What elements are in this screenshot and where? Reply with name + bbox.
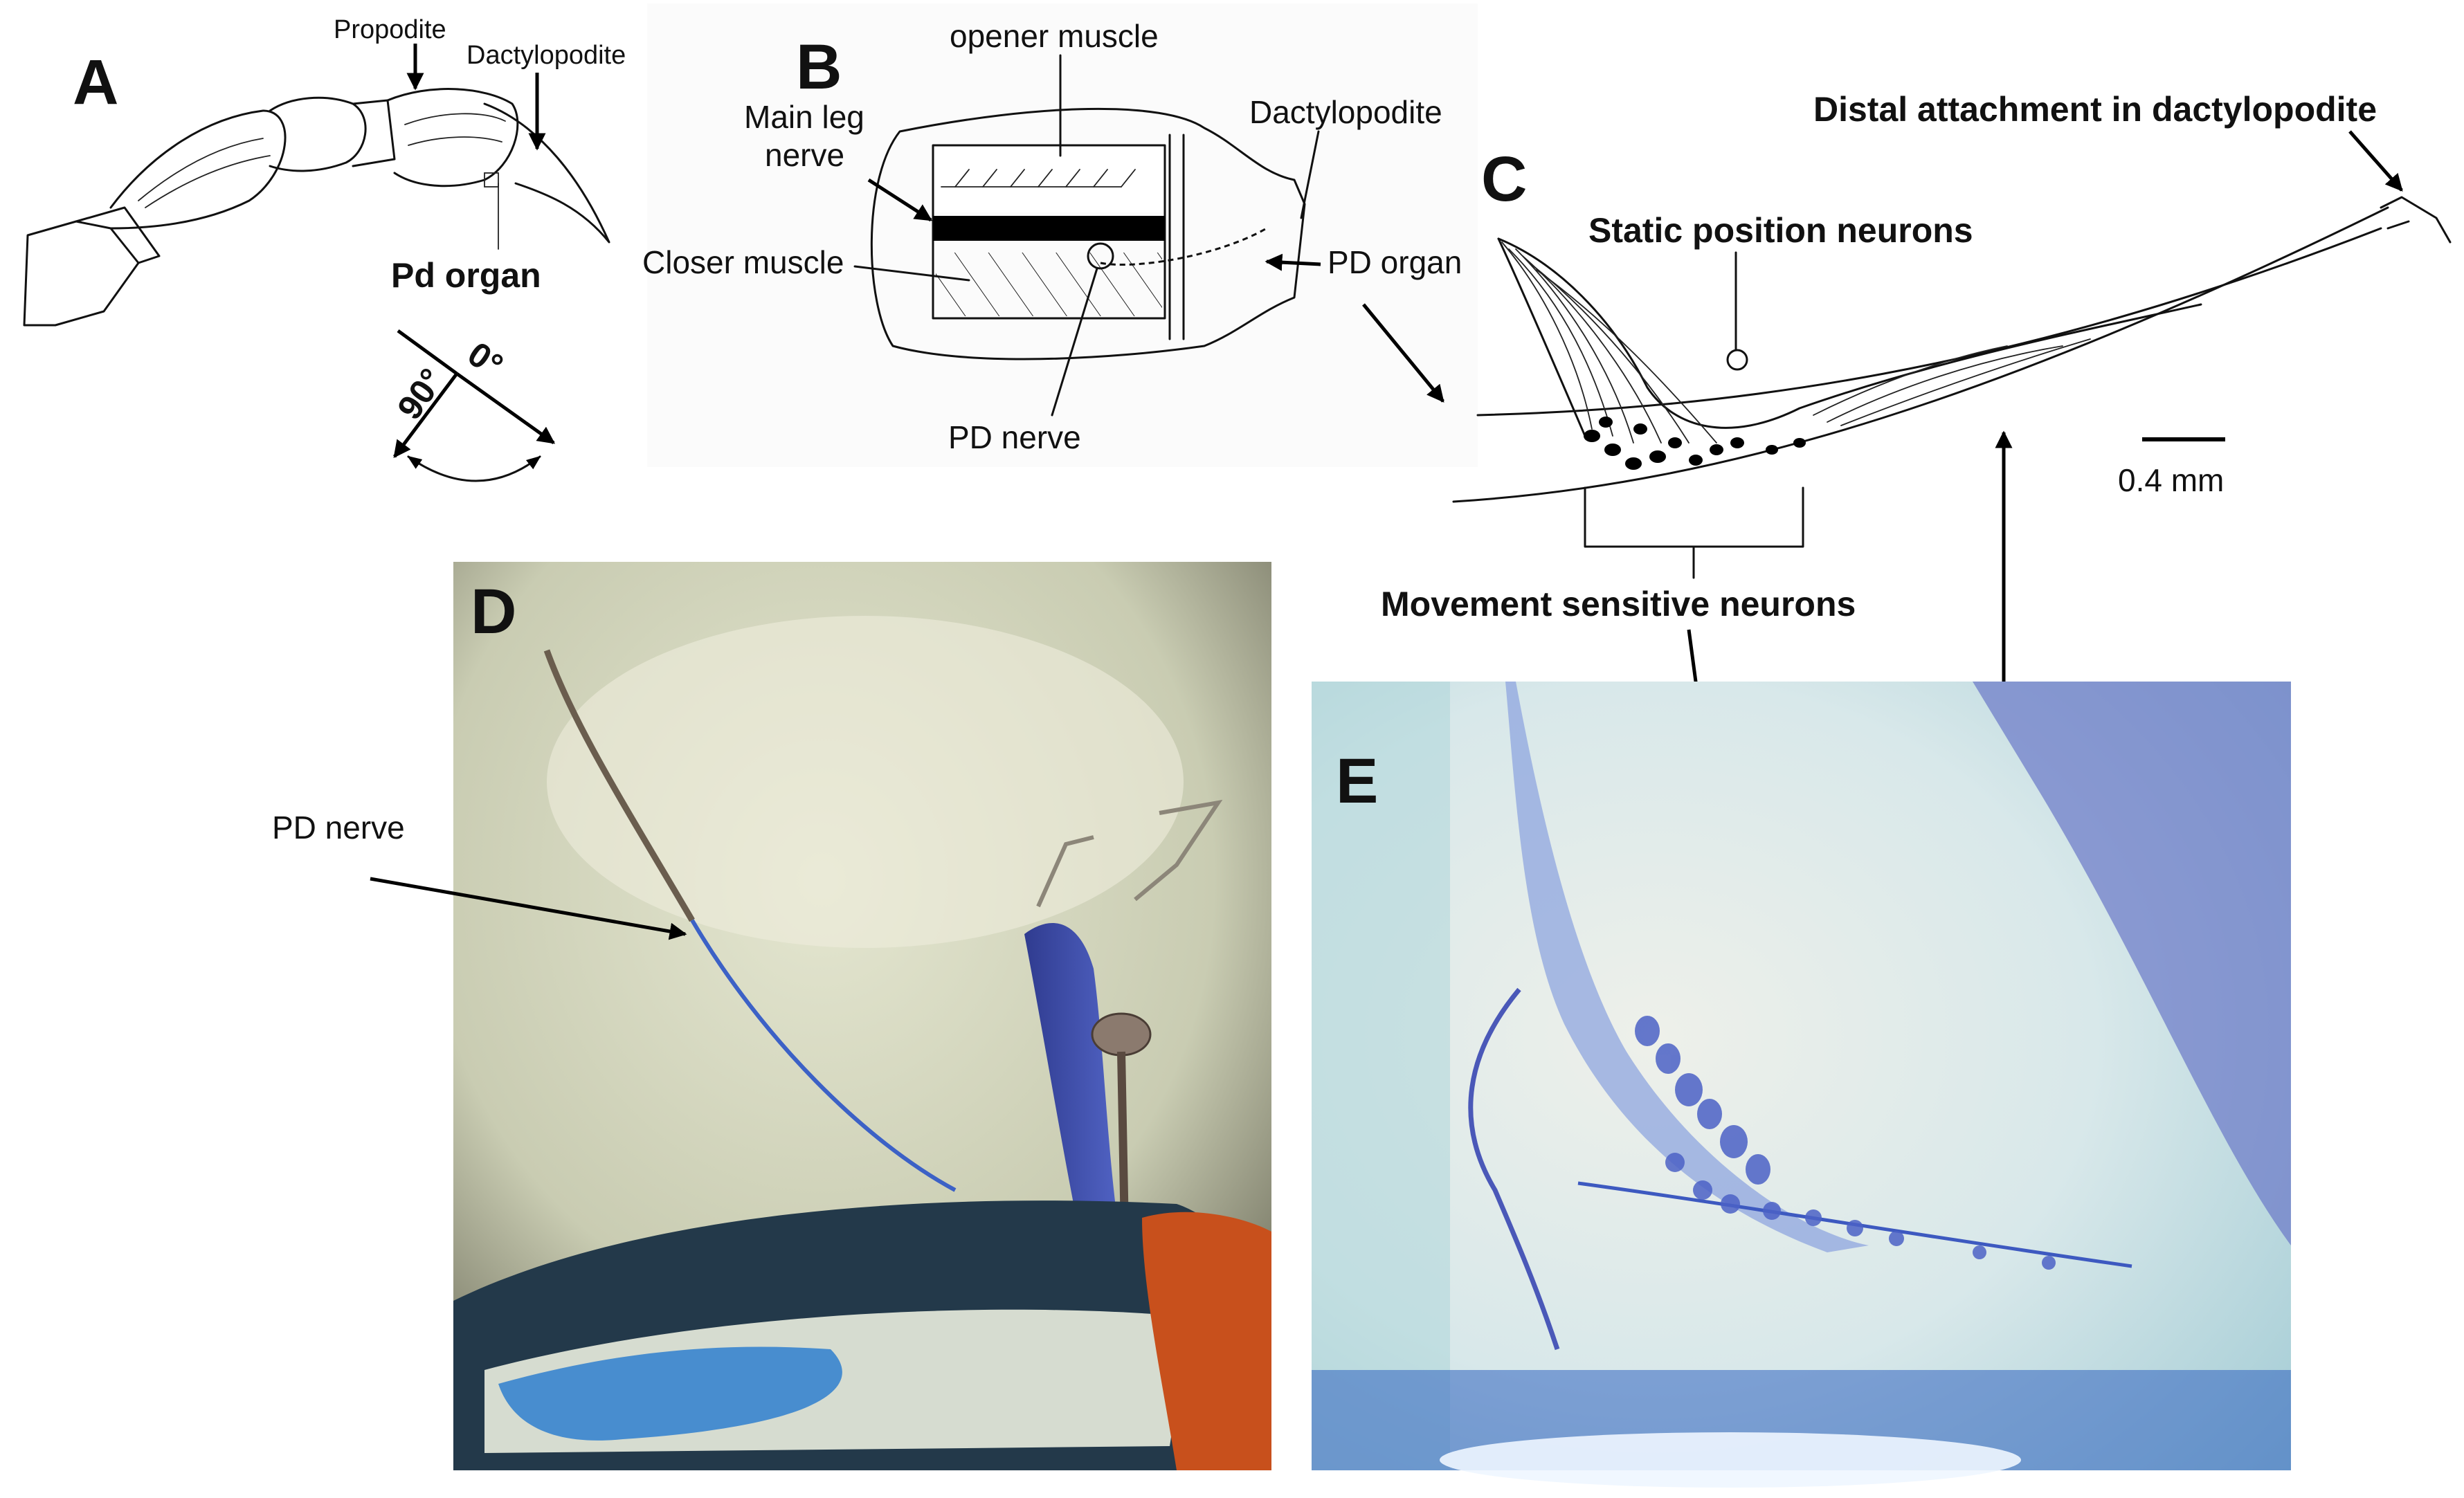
panel-d-letter: D — [471, 576, 516, 647]
photo-d-pin-shaft — [1117, 1051, 1129, 1232]
closer-muscle-pointer — [853, 265, 970, 282]
pd-organ-circle-b — [1087, 242, 1114, 270]
photo-e-strand — [1577, 1181, 2132, 1268]
panel-e-letter: E — [1336, 746, 1378, 816]
angle-0-label: 0° — [461, 334, 510, 385]
panel-c: C Distal attachment in dactylopodite — [1362, 90, 2452, 1216]
photo-d-highlight — [547, 616, 1184, 948]
angle-90-label: 90° — [390, 361, 451, 426]
pd-nerve-label-b: PD nerve — [948, 419, 1081, 455]
neuron-cell-bodies — [1584, 417, 1806, 470]
photo-e-left-shade — [1312, 682, 1450, 1470]
main-leg-nerve-label-2: nerve — [765, 137, 844, 173]
dactylopodite-label-b: Dactylopodite — [1249, 94, 1442, 130]
panel-d: D PD nerve — [272, 562, 1271, 1470]
panel-c-letter: C — [1481, 144, 1527, 214]
main-leg-nerve-bar — [933, 216, 1165, 241]
pd-organ-label-a: Pd organ — [391, 256, 541, 295]
pd-organ-drawing — [1452, 196, 2452, 503]
pd-organ-connector-arrow — [1362, 303, 1444, 403]
static-neuron-marker — [1726, 349, 1748, 371]
distal-attachment-arrow — [2348, 130, 2403, 192]
angle-axis-line — [397, 329, 458, 376]
closer-muscle-region — [936, 253, 1162, 316]
panel-a-letter: A — [73, 47, 118, 118]
pd-nerve-arrow-d — [370, 877, 687, 940]
photo-e-nerve-fiber — [1468, 987, 1560, 1351]
scale-bar-label: 0.4 mm — [2118, 462, 2224, 498]
main-leg-nerve-label-1: Main leg — [744, 99, 864, 135]
photo-e-glare — [1440, 1432, 2021, 1488]
closer-muscle-label: Closer muscle — [642, 244, 844, 280]
pd-organ-strand — [1100, 227, 1267, 266]
photo-e-neuron-cells — [1635, 1016, 2056, 1270]
main-leg-nerve-arrow — [867, 178, 933, 222]
dactylopodite-label-a: Dactylopodite — [466, 41, 626, 70]
photo-e-blue-corner — [1973, 682, 2291, 1245]
leg-outline — [870, 107, 1306, 360]
static-neurons-label: Static position neurons — [1588, 211, 1973, 250]
photo-d-hook-1 — [1036, 835, 1094, 908]
panel-a: A Propodite Dactylopodite Pd organ — [23, 15, 626, 482]
pd-nerve-pointer-b — [1051, 267, 1098, 417]
distal-attachment-label: Distal attachment in dactylopodite — [1813, 90, 2377, 129]
photo-d-wire — [543, 649, 695, 922]
photo-d-nerve — [690, 919, 957, 1192]
photo-e-nerve-bundle — [1505, 682, 1869, 1252]
rotation-arc — [407, 455, 541, 482]
propodite-label: Propodite — [334, 15, 446, 44]
opener-muscle-label: opener muscle — [950, 18, 1159, 54]
opener-muscle-hatching — [941, 169, 1136, 188]
photo-d-orange-tissue — [1142, 1212, 1271, 1470]
photo-d-pin-head — [1091, 1012, 1152, 1057]
crab-leg-drawing — [23, 88, 610, 327]
pd-organ-label-b: PD organ — [1328, 244, 1462, 280]
photo-d-blue-stain — [498, 1346, 842, 1441]
photo-d-hook-2 — [1134, 799, 1223, 902]
opener-muscle-region — [934, 147, 1163, 212]
panel-b-letter: B — [796, 32, 842, 102]
dactylopodite-pointer-b — [1300, 130, 1320, 219]
angle-90-arrow — [393, 372, 458, 458]
movement-neurons-bracket — [1584, 486, 1804, 548]
panel-e: E — [1312, 682, 2291, 1488]
angle-0-arrow — [455, 372, 556, 445]
movement-neurons-label: Movement sensitive neurons — [1381, 585, 1856, 623]
pd-nerve-label-d: PD nerve — [272, 810, 405, 846]
pd-organ-arrow-b — [1265, 253, 1321, 271]
angle-indicator: 0° 90° — [390, 329, 556, 482]
panel-b: B opener muscle Main leg nerve Dactylopo… — [642, 3, 1478, 467]
